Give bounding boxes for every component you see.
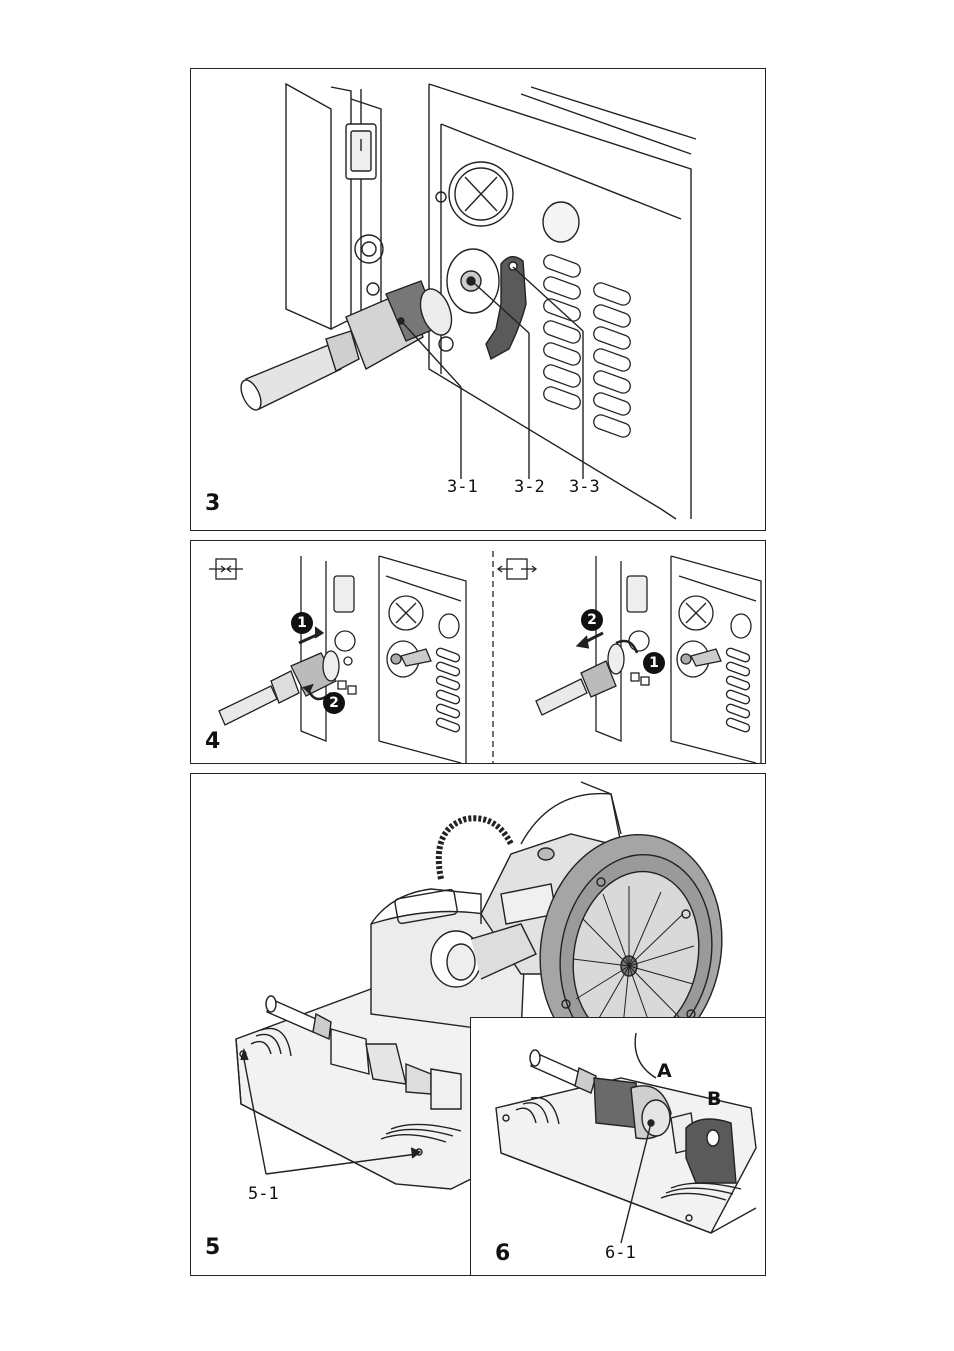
figure-3-panel: 3-1 3-2 3-3 3 [190, 68, 766, 531]
callout-3-2: 3-2 [514, 477, 545, 497]
figure-number-6: 6 [495, 1241, 510, 1266]
label-a: A [657, 1060, 672, 1082]
step-2-left: 2 [323, 692, 345, 714]
figure-number-4: 4 [205, 729, 220, 754]
callout-5-1: 5-1 [248, 1184, 279, 1204]
figure-3-drawing [191, 69, 766, 531]
label-b: B [707, 1088, 721, 1110]
step-2-right: 2 [581, 609, 603, 631]
disconnect-symbol-icon [498, 559, 536, 579]
figure-6-inset: A B 6-1 6 [470, 1017, 766, 1276]
figure-4-panel: 1 2 2 1 4 [190, 540, 766, 764]
figure-6-drawing [471, 1018, 766, 1276]
callout-3-3: 3-3 [569, 477, 600, 497]
figure-4-drawing [191, 541, 766, 764]
figure-number-3: 3 [205, 491, 220, 516]
step-1-right: 1 [643, 652, 665, 674]
connect-symbol-icon [209, 559, 243, 579]
step-1-left: 1 [291, 612, 313, 634]
figure-number-5: 5 [205, 1235, 220, 1260]
callout-3-1: 3-1 [447, 477, 478, 497]
figure-5-panel: 5-1 5 [190, 773, 766, 1276]
callout-6-1: 6-1 [605, 1243, 636, 1263]
